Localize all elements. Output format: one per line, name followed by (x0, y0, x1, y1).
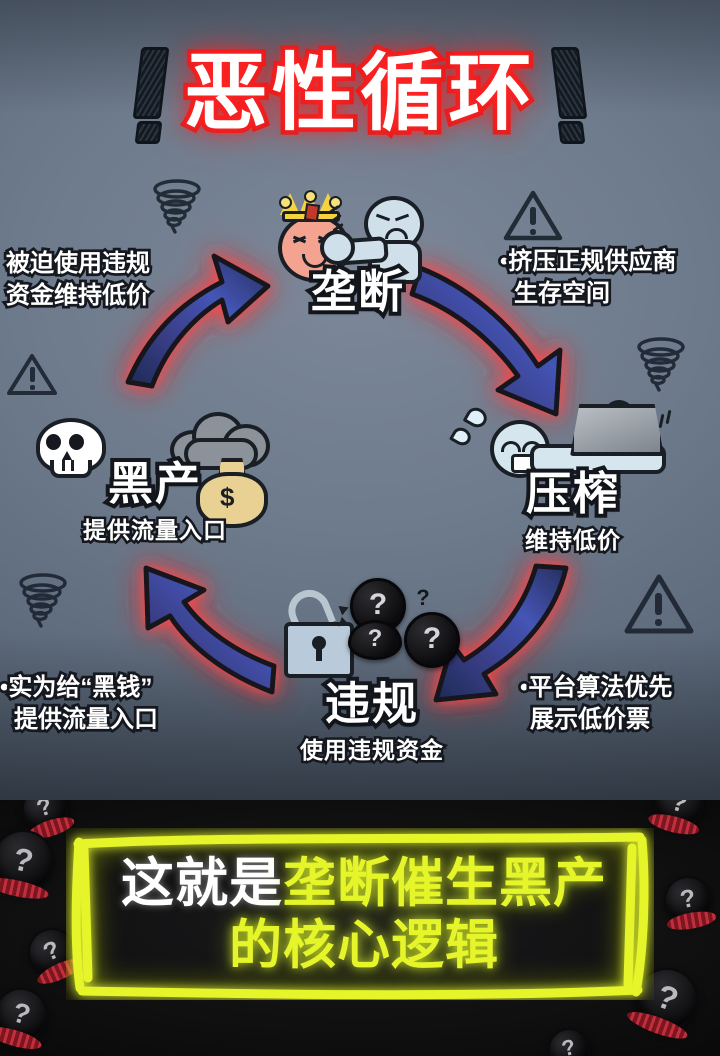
title-text: 恶性循环 (179, 46, 536, 140)
impact-lines-icon (328, 204, 348, 233)
question-coin-icon: ? (404, 612, 460, 668)
annotation-line: •挤压正规供应商 (497, 245, 716, 278)
banner-white-text: 这就是 (121, 853, 283, 913)
exclamation-mark-icon (132, 47, 170, 144)
warning-triangle-icon (622, 572, 696, 638)
dark-cloud-icon (170, 412, 270, 470)
banner-neon-text: 垄断催生黑产 (283, 853, 607, 913)
annotation-line: 被迫使用违规 (3, 247, 153, 279)
page-title: 恶性循环 (0, 38, 720, 148)
question-mark-icon: ? (416, 585, 430, 610)
exclamation-mark-icon (550, 47, 588, 144)
question-coin-icon: ? (0, 981, 55, 1049)
impact-lines-icon (658, 409, 676, 440)
banner-text: 这就是垄断催生黑产 的核心逻辑 (86, 835, 642, 995)
person-crushed-by-weight-icon (449, 400, 672, 480)
skull-icon (36, 418, 106, 478)
unlocked-padlock-icon (282, 583, 354, 678)
annotation-line: 资金维持低价 (3, 279, 153, 311)
crown-icon (279, 188, 342, 222)
annotation-text: 挤压正规供应商 (506, 245, 680, 278)
bullet: • (0, 671, 11, 704)
annotation-top-left: 被迫使用违规 资金维持低价 (3, 247, 226, 311)
question-coin-icon: ? (660, 872, 716, 928)
punching-person-icon (320, 196, 426, 284)
annotation-text: 实为给“黑钱” (6, 671, 156, 704)
warning-triangle-icon (502, 188, 564, 244)
node-title: 压榨 (522, 466, 622, 522)
node-subtitle: 提供流量入口 (81, 515, 229, 546)
node-title: 黑产 (104, 456, 204, 512)
cycle-node-monopoly[interactable]: 垄断 (258, 264, 458, 320)
question-coin-icon: ? (543, 1023, 595, 1056)
tornado-icon (14, 572, 72, 628)
banner-line-2: 的核心逻辑 (229, 916, 499, 975)
annotation-line: 提供流量入口 (11, 703, 161, 735)
crowned-face-punched-icon (262, 188, 452, 284)
banner-line-1: 这就是垄断催生黑产 (121, 854, 607, 914)
weight-icon (570, 400, 664, 456)
node-subtitle: 使用违规资金 (298, 735, 446, 766)
conclusion-banner: ? ? ? ? ? ? ? ? 这就 (0, 800, 720, 1056)
cycle-node-black-industry[interactable]: 黑产 提供流量入口 (40, 456, 270, 546)
annotation-bottom-right: •平台算法优先 展示低价票 (517, 671, 720, 735)
node-title: 垄断 (307, 264, 407, 320)
tear-icon (449, 424, 474, 449)
annotation-line: •实为给“黑钱” (0, 671, 220, 704)
question-coin-icon: ? (648, 800, 710, 834)
warning-triangle-icon (6, 352, 58, 398)
cycle-node-squeeze[interactable]: 压榨 维持低价 (468, 466, 678, 556)
tornado-icon (148, 178, 206, 234)
neon-frame (71, 832, 649, 1000)
annotation-line: 生存空间 (511, 277, 613, 309)
node-subtitle: 维持低价 (523, 525, 623, 556)
cycle-node-violation[interactable]: 违规 使用违规资金 (262, 676, 482, 766)
money-bag-icon: $ (196, 458, 268, 528)
annotation-bottom-left: •实为给“黑钱” 提供流量入口 (0, 671, 220, 735)
node-title: 违规 (321, 676, 421, 732)
annotation-line: 展示低价票 (527, 703, 653, 735)
question-coin-icon: ? (348, 620, 402, 660)
tear-icon (462, 404, 491, 431)
skull-cloud-moneybag-icon: $ (30, 410, 280, 528)
annotation-top-right: •挤压正规供应商 生存空间 (497, 245, 716, 309)
annotation-line: •平台算法优先 (517, 671, 720, 704)
tornado-icon (632, 336, 690, 392)
unlocked-padlock-question-coins-icon: ? ? ? ? (282, 578, 482, 678)
cycle-diagram-panel: 恶性循环 (0, 0, 720, 810)
annotation-text: 平台算法优先 (526, 671, 676, 704)
